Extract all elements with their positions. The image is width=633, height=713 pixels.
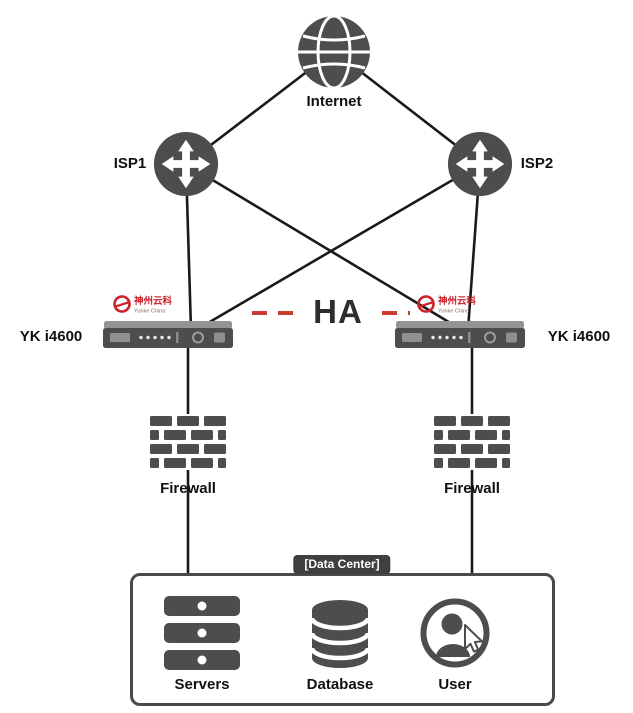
svg-text:Yunke China: Yunke China	[438, 309, 470, 315]
firewall-left-icon	[150, 416, 226, 468]
isp2-label: ISP2	[520, 155, 554, 172]
servers-label: Servers	[174, 676, 230, 693]
appliance-left-icon	[103, 320, 233, 350]
servers-icon	[164, 596, 240, 670]
user-icon	[419, 597, 491, 669]
brand-swirl-icon	[417, 295, 435, 313]
brand-logo-right: 神州云科 Yunke China	[416, 292, 500, 316]
database-label: Database	[306, 676, 374, 693]
isp1-label: ISP1	[113, 155, 147, 172]
device-right-label: YK i4600	[547, 328, 611, 345]
database-icon	[309, 599, 371, 669]
svg-text:神州云科: 神州云科	[438, 295, 477, 307]
svg-text:Yunke China: Yunke China	[134, 309, 166, 315]
brand-swirl-icon	[113, 295, 131, 313]
brand-logo-left: 神州云科 Yunke China	[112, 292, 196, 316]
firewall-left-label: Firewall	[160, 480, 216, 497]
user-label: User	[438, 676, 472, 693]
datacenter-box	[130, 573, 555, 706]
datacenter-badge: [Data Center]	[293, 555, 391, 574]
ha-label: HA	[303, 294, 373, 330]
svg-text:神州云科: 神州云科	[134, 295, 173, 307]
cursor-arrow-icon	[464, 624, 483, 653]
isp1-router-icon	[152, 130, 220, 198]
appliance-right-icon	[395, 320, 525, 350]
internet-label: Internet	[306, 93, 362, 110]
isp2-router-icon	[446, 130, 514, 198]
firewall-right-icon	[434, 416, 510, 468]
internet-globe-icon	[295, 13, 373, 91]
device-left-label: YK i4600	[19, 328, 83, 345]
firewall-right-label: Firewall	[444, 480, 500, 497]
